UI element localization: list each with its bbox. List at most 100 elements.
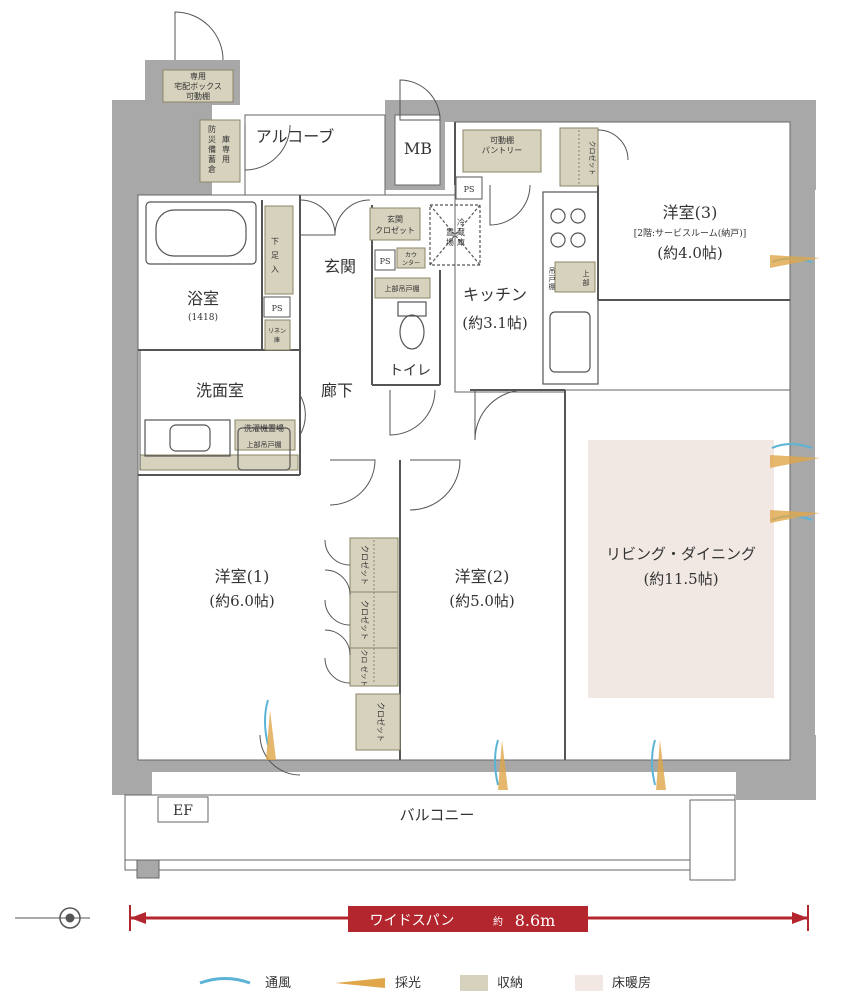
label-fridge-3: 庫 [457, 237, 465, 247]
storage-shoe [264, 205, 294, 295]
label-disaster-6: 庫 [222, 134, 230, 144]
wall-bottom [138, 760, 738, 772]
door-toilet [389, 389, 436, 436]
storage-counter [396, 247, 426, 269]
label-ps-1: PS [464, 185, 475, 194]
washbasin [144, 419, 291, 471]
fridge-cross-2 [429, 204, 481, 266]
label-fridge-5: 場 [446, 237, 454, 247]
label-disaster-1: 防 [208, 124, 216, 134]
ps-boxes [263, 176, 483, 318]
label-western3-size: (約4.0帖) [657, 244, 723, 262]
closet-door-1 [324, 539, 351, 566]
ps-box-2 [374, 249, 396, 271]
compass [15, 907, 90, 929]
label-counter-2: ンター [402, 259, 420, 267]
label-ps-3: PS [272, 304, 283, 313]
storage-toilet-shelf [374, 277, 431, 299]
storage-delivery-box [162, 69, 234, 103]
daylight-mark-ld-2 [770, 510, 820, 523]
door-w1 [329, 459, 376, 506]
label-western2: 洋室(2) [455, 567, 510, 586]
label-closet-w2: クロゼット [376, 702, 386, 742]
toilet-fixture [397, 301, 427, 350]
door-kitchen-ps [489, 184, 531, 226]
stove-burner-1 [550, 208, 566, 224]
stove-burner-3 [550, 232, 566, 248]
storage-wash-counter [139, 454, 299, 471]
label-western3: 洋室(3) [663, 203, 718, 222]
vent-mark-w1 [264, 699, 269, 746]
closet-door-3 [324, 599, 351, 626]
door-washroom [299, 394, 306, 436]
label-western2-size: (約5.0帖) [449, 592, 515, 610]
ps-box-3 [263, 296, 291, 318]
vent-mark-w2 [494, 739, 499, 786]
label-living: リビング・ダイニング [606, 545, 756, 563]
door-alcove [244, 124, 291, 171]
label-closet-w1-2: クロゼット [360, 600, 370, 640]
room-labels: アルコーブ MB 専用 宅配ボックス 可動棚 防 災 備 蓄 倉 庫 専 用 可… [173, 71, 756, 824]
label-kitchen-upper-2: 部 [583, 278, 590, 287]
label-hang-1: 吊 [549, 267, 556, 275]
compass-center [65, 913, 75, 923]
label-fridge-4: 置 [446, 228, 454, 237]
label-disaster-5: 倉 [208, 164, 216, 174]
vent-daylight-marks [264, 255, 820, 790]
door-delivery [174, 11, 224, 61]
legend-ventilation-label: 通風 [265, 976, 291, 991]
legend-storage-label: 収納 [497, 976, 523, 991]
bathtub-inner [155, 209, 247, 257]
legend-daylight-label: 採光 [395, 976, 421, 991]
storage-kitchen-upper [554, 261, 596, 293]
label-living-size: (約11.5帖) [643, 570, 718, 588]
daylight-mark-w3 [770, 255, 820, 268]
label-wash-shelf: 上部吊戸棚 [247, 440, 282, 449]
daylight-mark-w2 [498, 740, 508, 790]
closet-dividers [350, 130, 580, 684]
daylight-mark-ld-3 [656, 740, 666, 790]
vent-mark-ld-1 [771, 443, 813, 449]
daylight-mark-ld-1 [770, 455, 820, 468]
span-label: ワイドスパン [370, 913, 455, 929]
label-kitchen-upper-1: 上 [583, 269, 590, 278]
storage-wash-shelf [234, 419, 296, 451]
fridge-cross-1 [429, 204, 481, 266]
floor-heating-area [588, 440, 774, 698]
span-arrow-right [792, 912, 808, 924]
label-entrance: 玄関 [324, 257, 356, 276]
label-delivery-2: 宅配ボックス [174, 81, 222, 91]
ef-box [157, 796, 209, 823]
balcony [124, 794, 736, 881]
ps-box-1 [455, 176, 483, 200]
label-toilet-shelf: 上部吊戸棚 [385, 284, 420, 293]
wall-top-left [112, 100, 212, 195]
label-ef: EF [173, 803, 193, 819]
label-hang-2: 戸 [549, 275, 556, 283]
wall-right [790, 100, 815, 800]
toilet-bowl [399, 314, 425, 350]
label-alcove: アルコーブ [256, 127, 335, 146]
label-hang-3: 棚 [549, 282, 556, 291]
span-text: ワイドスパン 約 8.6m [370, 911, 556, 930]
label-shoe-2: 足 [271, 251, 279, 260]
label-disaster-2: 災 [208, 135, 216, 144]
span-bar [129, 905, 809, 932]
label-corridor: 廊下 [321, 381, 353, 400]
label-bath-size: (1418) [188, 312, 218, 323]
floor-mb [394, 114, 441, 186]
label-closet-w1-1: クロゼット [360, 545, 370, 585]
wall-top-right [445, 100, 815, 122]
kitchen-counter [542, 191, 599, 385]
label-washroom: 洗面室 [196, 381, 244, 400]
bathtub-outer [145, 201, 257, 265]
door-mb [399, 79, 441, 121]
span-value: 8.6m [515, 911, 556, 930]
label-entrance-closet-1: 玄関 [387, 214, 403, 224]
label-western1: 洋室(1) [215, 567, 270, 586]
label-delivery-1: 専用 [190, 71, 206, 81]
legend-storage-swatch [460, 975, 488, 991]
floor-alcove [244, 114, 386, 196]
label-shoe-1: 下 [271, 237, 279, 246]
